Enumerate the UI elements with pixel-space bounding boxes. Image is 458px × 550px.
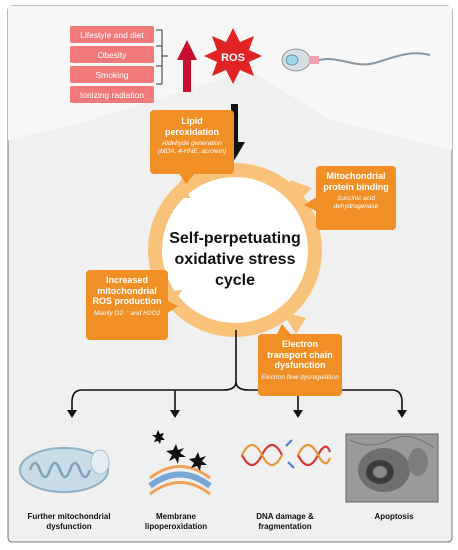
lipid-peroxidation-title: Lipid peroxidation xyxy=(164,116,219,137)
ros-production-pointer xyxy=(166,300,178,314)
mitochondrion-icon xyxy=(19,447,110,493)
sperm-icon xyxy=(281,48,431,72)
ros-label: ROS xyxy=(221,52,245,64)
increased-ros-subtitle: Mainly O2·⁻ and H2O2 xyxy=(93,309,161,317)
mito-protein-binding-box: Mitochondrial protein binding Succinic a… xyxy=(316,166,396,230)
cause-smoking: Smoking xyxy=(70,66,154,83)
lipid-pointer xyxy=(178,172,196,184)
outcome-tree xyxy=(71,330,403,412)
membrane-icon xyxy=(148,430,212,496)
mito-protein-binding-title: Mitochondrial protein binding xyxy=(323,171,389,192)
increase-arrow xyxy=(177,40,197,92)
dna-icon xyxy=(241,439,332,469)
outcome-membrane-lipoperoxidation: Membrane lipoperoxidation xyxy=(144,512,208,531)
ros-star xyxy=(204,28,262,84)
lipid-peroxidation-subtitle: Aldehyde generation (MDA, 4-HNE, acrolei… xyxy=(157,140,227,155)
increased-ros-title: Increased mitochondrial ROS production xyxy=(92,275,162,306)
brace xyxy=(156,29,168,85)
mito-protein-binding-subtitle: Succinic acid dehydrogenase xyxy=(333,195,379,210)
etc-dysfunction-subtitle: Electron flow dysregulation xyxy=(261,373,339,381)
outcome-dna-damage: DNA damage & fragmentation xyxy=(256,512,314,531)
cause-ionizing-radiation: Ionizing radiation xyxy=(70,86,154,103)
mito-binding-pointer xyxy=(304,196,318,212)
cycle-title: Self-perpetuating oxidative stress cycle xyxy=(169,230,301,289)
increased-ros-box: Increased mitochondrial ROS production M… xyxy=(86,270,168,340)
cycle-ring xyxy=(148,163,322,337)
cause-obesity: Obesity xyxy=(70,46,154,63)
lipid-peroxidation-box: Lipid peroxidation Aldehyde generation (… xyxy=(150,110,234,174)
outcome-arrowheads xyxy=(67,410,407,418)
apoptosis-micrograph-icon xyxy=(345,433,439,503)
outcome-apoptosis: Apoptosis xyxy=(374,512,414,521)
etc-pointer xyxy=(276,324,292,336)
etc-dysfunction-box: Electron transport chain dysfunction Ele… xyxy=(258,334,342,396)
cause-lifestyle: Lifestyle and diet xyxy=(70,26,154,43)
outcome-mito-dysfunction: Further mitochondrial dysfunction xyxy=(27,512,111,531)
etc-dysfunction-title: Electron transport chain dysfunction xyxy=(267,339,333,370)
